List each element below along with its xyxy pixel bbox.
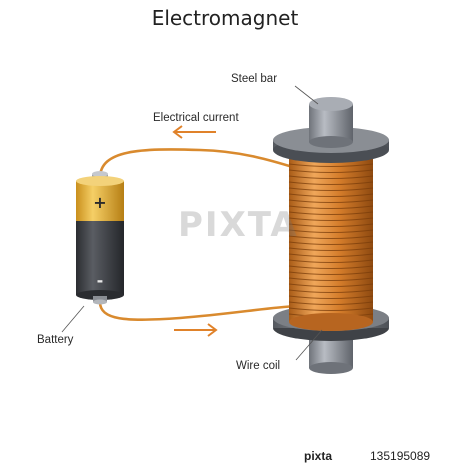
coil-winding xyxy=(288,163,374,167)
coil-winding xyxy=(288,265,374,269)
label-wire-coil: Wire coil xyxy=(236,360,281,372)
current-arrow-left xyxy=(172,125,216,139)
coil-winding xyxy=(288,217,374,221)
coil-winding xyxy=(288,187,374,191)
coil-winding xyxy=(288,289,374,293)
coil-winding xyxy=(288,223,374,227)
footer-logo: pixta xyxy=(304,449,333,463)
footer-image-id: 135195089 xyxy=(370,449,431,463)
label-battery: Battery xyxy=(37,334,74,346)
battery: + - xyxy=(76,171,124,305)
diagram-title: Electromagnet xyxy=(151,6,299,30)
coil-winding xyxy=(288,295,374,299)
label-steel-bar: Steel bar xyxy=(231,73,278,85)
coil-winding xyxy=(288,235,374,239)
coil-winding xyxy=(288,283,374,287)
coil-winding xyxy=(288,307,374,311)
coil-winding xyxy=(288,169,374,173)
coil-winding xyxy=(288,181,374,185)
coil-winding xyxy=(288,211,374,215)
battery-positive-symbol: + xyxy=(93,193,106,212)
coil-winding xyxy=(288,229,374,233)
wire-bottom xyxy=(98,301,297,322)
coil-winding xyxy=(288,199,374,203)
coil-winding xyxy=(288,277,374,281)
coil-winding xyxy=(288,205,374,209)
wire-top xyxy=(98,148,297,179)
watermark: PIXTA xyxy=(178,205,299,245)
coil-winding xyxy=(288,241,374,245)
wire-coil xyxy=(288,152,374,331)
current-arrow-right xyxy=(174,323,218,337)
coil-winding xyxy=(288,253,374,257)
label-electrical-current: Electrical current xyxy=(153,112,239,124)
coil-winding xyxy=(288,193,374,197)
leader-steel-bar xyxy=(294,85,319,105)
coil-winding xyxy=(288,301,374,305)
steel-bar-top xyxy=(309,97,353,148)
leader-wire-coil xyxy=(295,329,323,361)
footer-bar: pixta 135195089 xyxy=(0,441,450,469)
battery-negative-symbol: - xyxy=(97,271,104,290)
coil-winding xyxy=(288,175,374,179)
coil-winding xyxy=(288,271,374,275)
coil-winding xyxy=(288,247,374,251)
leader-battery xyxy=(61,305,85,333)
coil-winding xyxy=(288,259,374,263)
